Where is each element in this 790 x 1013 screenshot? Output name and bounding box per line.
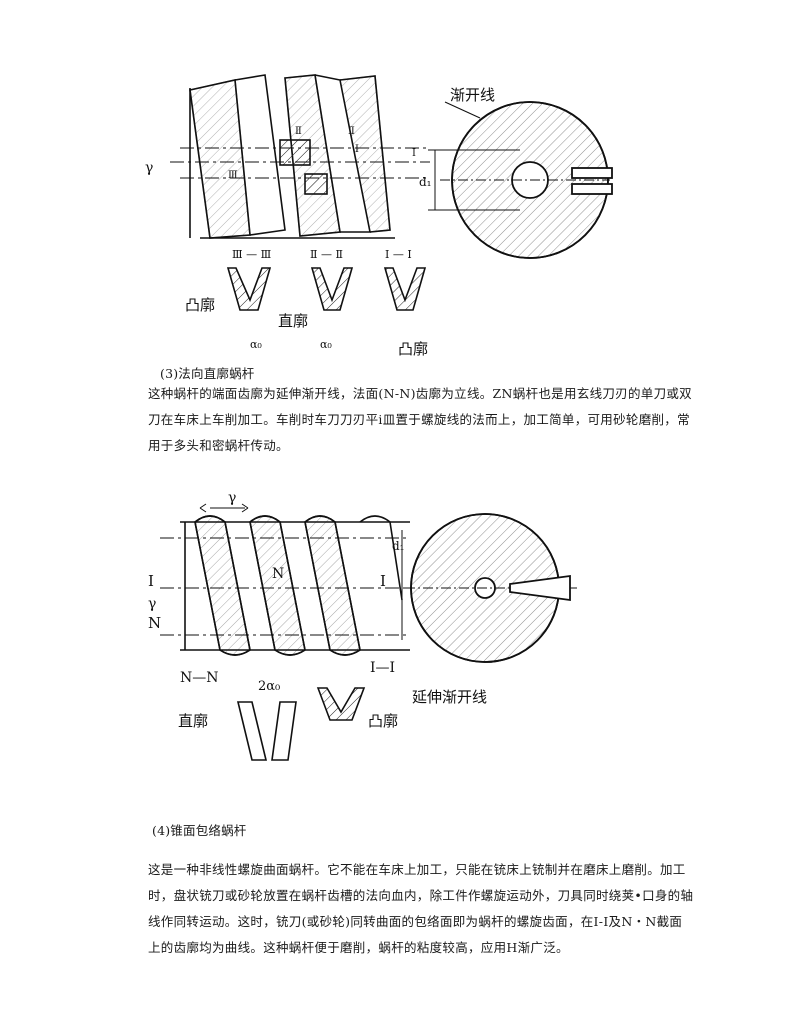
alpha-left-label: α₀	[250, 338, 262, 351]
end-view	[428, 101, 613, 259]
gamma-label: γ	[145, 160, 153, 176]
section3-line-2: 刀在车床上车削加工。车削时车刀刀刃平i皿置于螺旋线的法而上，加工简单，可用砂轮磨…	[148, 412, 690, 427]
figure-zn-worm-top: γ Ⅲ Ⅱ Ⅱ Ⅰ Ⅰ 渐开线 d₁ Ⅲ — Ⅲ Ⅱ — Ⅱ Ⅰ — Ⅰ 凸廓 …	[140, 70, 620, 360]
straight-label-2: 直廓	[178, 712, 208, 730]
two-alpha-label: 2α₀	[258, 679, 280, 694]
alpha-right-label: α₀	[320, 338, 332, 351]
II-label: I—I	[370, 660, 395, 676]
section4-line-4: 上的齿廓均为曲线。这种蜗杆便于磨削，蜗杆的粘度较高，应用H渐广泛。	[148, 940, 569, 955]
tooth-profiles	[226, 267, 427, 311]
I-right-label: I	[380, 572, 386, 590]
section1-label: Ⅰ — Ⅰ	[385, 248, 412, 261]
involute-label: 渐开线	[450, 86, 495, 104]
roman1-label-b: Ⅰ	[412, 148, 416, 159]
roman3-label: Ⅲ	[228, 170, 238, 181]
d1-label-2: d₁	[392, 539, 405, 553]
section4-line-2: 时，盘状铳刀或砂轮放置在蜗杆齿槽的法向血内，除工件作螺旋运动外，刀具同时绕荚•口…	[148, 888, 694, 903]
gamma-left-label: γ	[148, 596, 156, 612]
straight-label: 直廓	[278, 312, 308, 330]
section3-label: Ⅲ — Ⅲ	[232, 248, 271, 261]
roman1-label: Ⅰ	[355, 144, 359, 155]
section4-heading: (4)锥面包络蜗杆	[152, 823, 247, 838]
d1-label: d₁	[419, 175, 432, 189]
I-left-label: I	[148, 572, 154, 590]
section4-body: 这是一种非线性螺旋曲面蜗杆。它不能在车床上加工，只能在铳床上铳制并在磨床上磨削。…	[148, 857, 693, 961]
N-mid-label: N	[272, 566, 284, 582]
worm-body-2	[160, 503, 410, 656]
section3-line-3: 用于多头和密蜗杆传动。	[148, 438, 289, 453]
section3-line-1: 这种蜗杆的端面齿廓为延伸渐开线，法面(N-N)齿廓为立线。ZN蜗杆也是用玄线刀刃…	[148, 386, 692, 401]
extended-involute-label: 延伸渐开线	[412, 688, 487, 706]
section3-heading: (3)法向直廓蜗杆	[160, 366, 255, 381]
worm-drawing-2: γ I γ N N I d₁ 延伸渐开线 N—N I—I 2α₀ 直廓 凸廓	[148, 490, 580, 761]
section4-line-3: 线作同转运动。这时，铳刀(或砂轮)同转曲面的包络面即为蜗杆的螺旋齿面，在I-I及…	[148, 914, 683, 929]
worm-body	[170, 74, 430, 239]
tooth-profiles-2	[236, 687, 366, 761]
convex-right-label: 凸廓	[398, 340, 428, 358]
roman2-label: Ⅱ	[295, 126, 302, 137]
end-view-2	[401, 513, 580, 663]
N-left-label: N	[148, 614, 161, 632]
roman2-label-b: Ⅱ	[348, 126, 355, 137]
figure-zk-worm-bottom: γ I γ N N I d₁ 延伸渐开线 N—N I—I 2α₀ 直廓 凸廓	[140, 480, 600, 770]
NN-label: N—N	[180, 670, 219, 686]
convex-label-2: 凸廓	[368, 712, 398, 730]
convex-left-label: 凸廓	[185, 296, 215, 314]
section3-body: 这种蜗杆的端面齿廓为延伸渐开线，法面(N-N)齿廓为立线。ZN蜗杆也是用玄线刀刃…	[148, 381, 692, 459]
gamma-top-label: γ	[228, 490, 236, 506]
worm-drawing-1: γ Ⅲ Ⅱ Ⅱ Ⅰ Ⅰ 渐开线 d₁ Ⅲ — Ⅲ Ⅱ — Ⅱ Ⅰ — Ⅰ 凸廓 …	[145, 74, 613, 358]
section4-line-1: 这是一种非线性螺旋曲面蜗杆。它不能在车床上加工，只能在铳床上铳制并在磨床上磨削。…	[148, 862, 686, 877]
section2-label: Ⅱ — Ⅱ	[310, 248, 343, 261]
